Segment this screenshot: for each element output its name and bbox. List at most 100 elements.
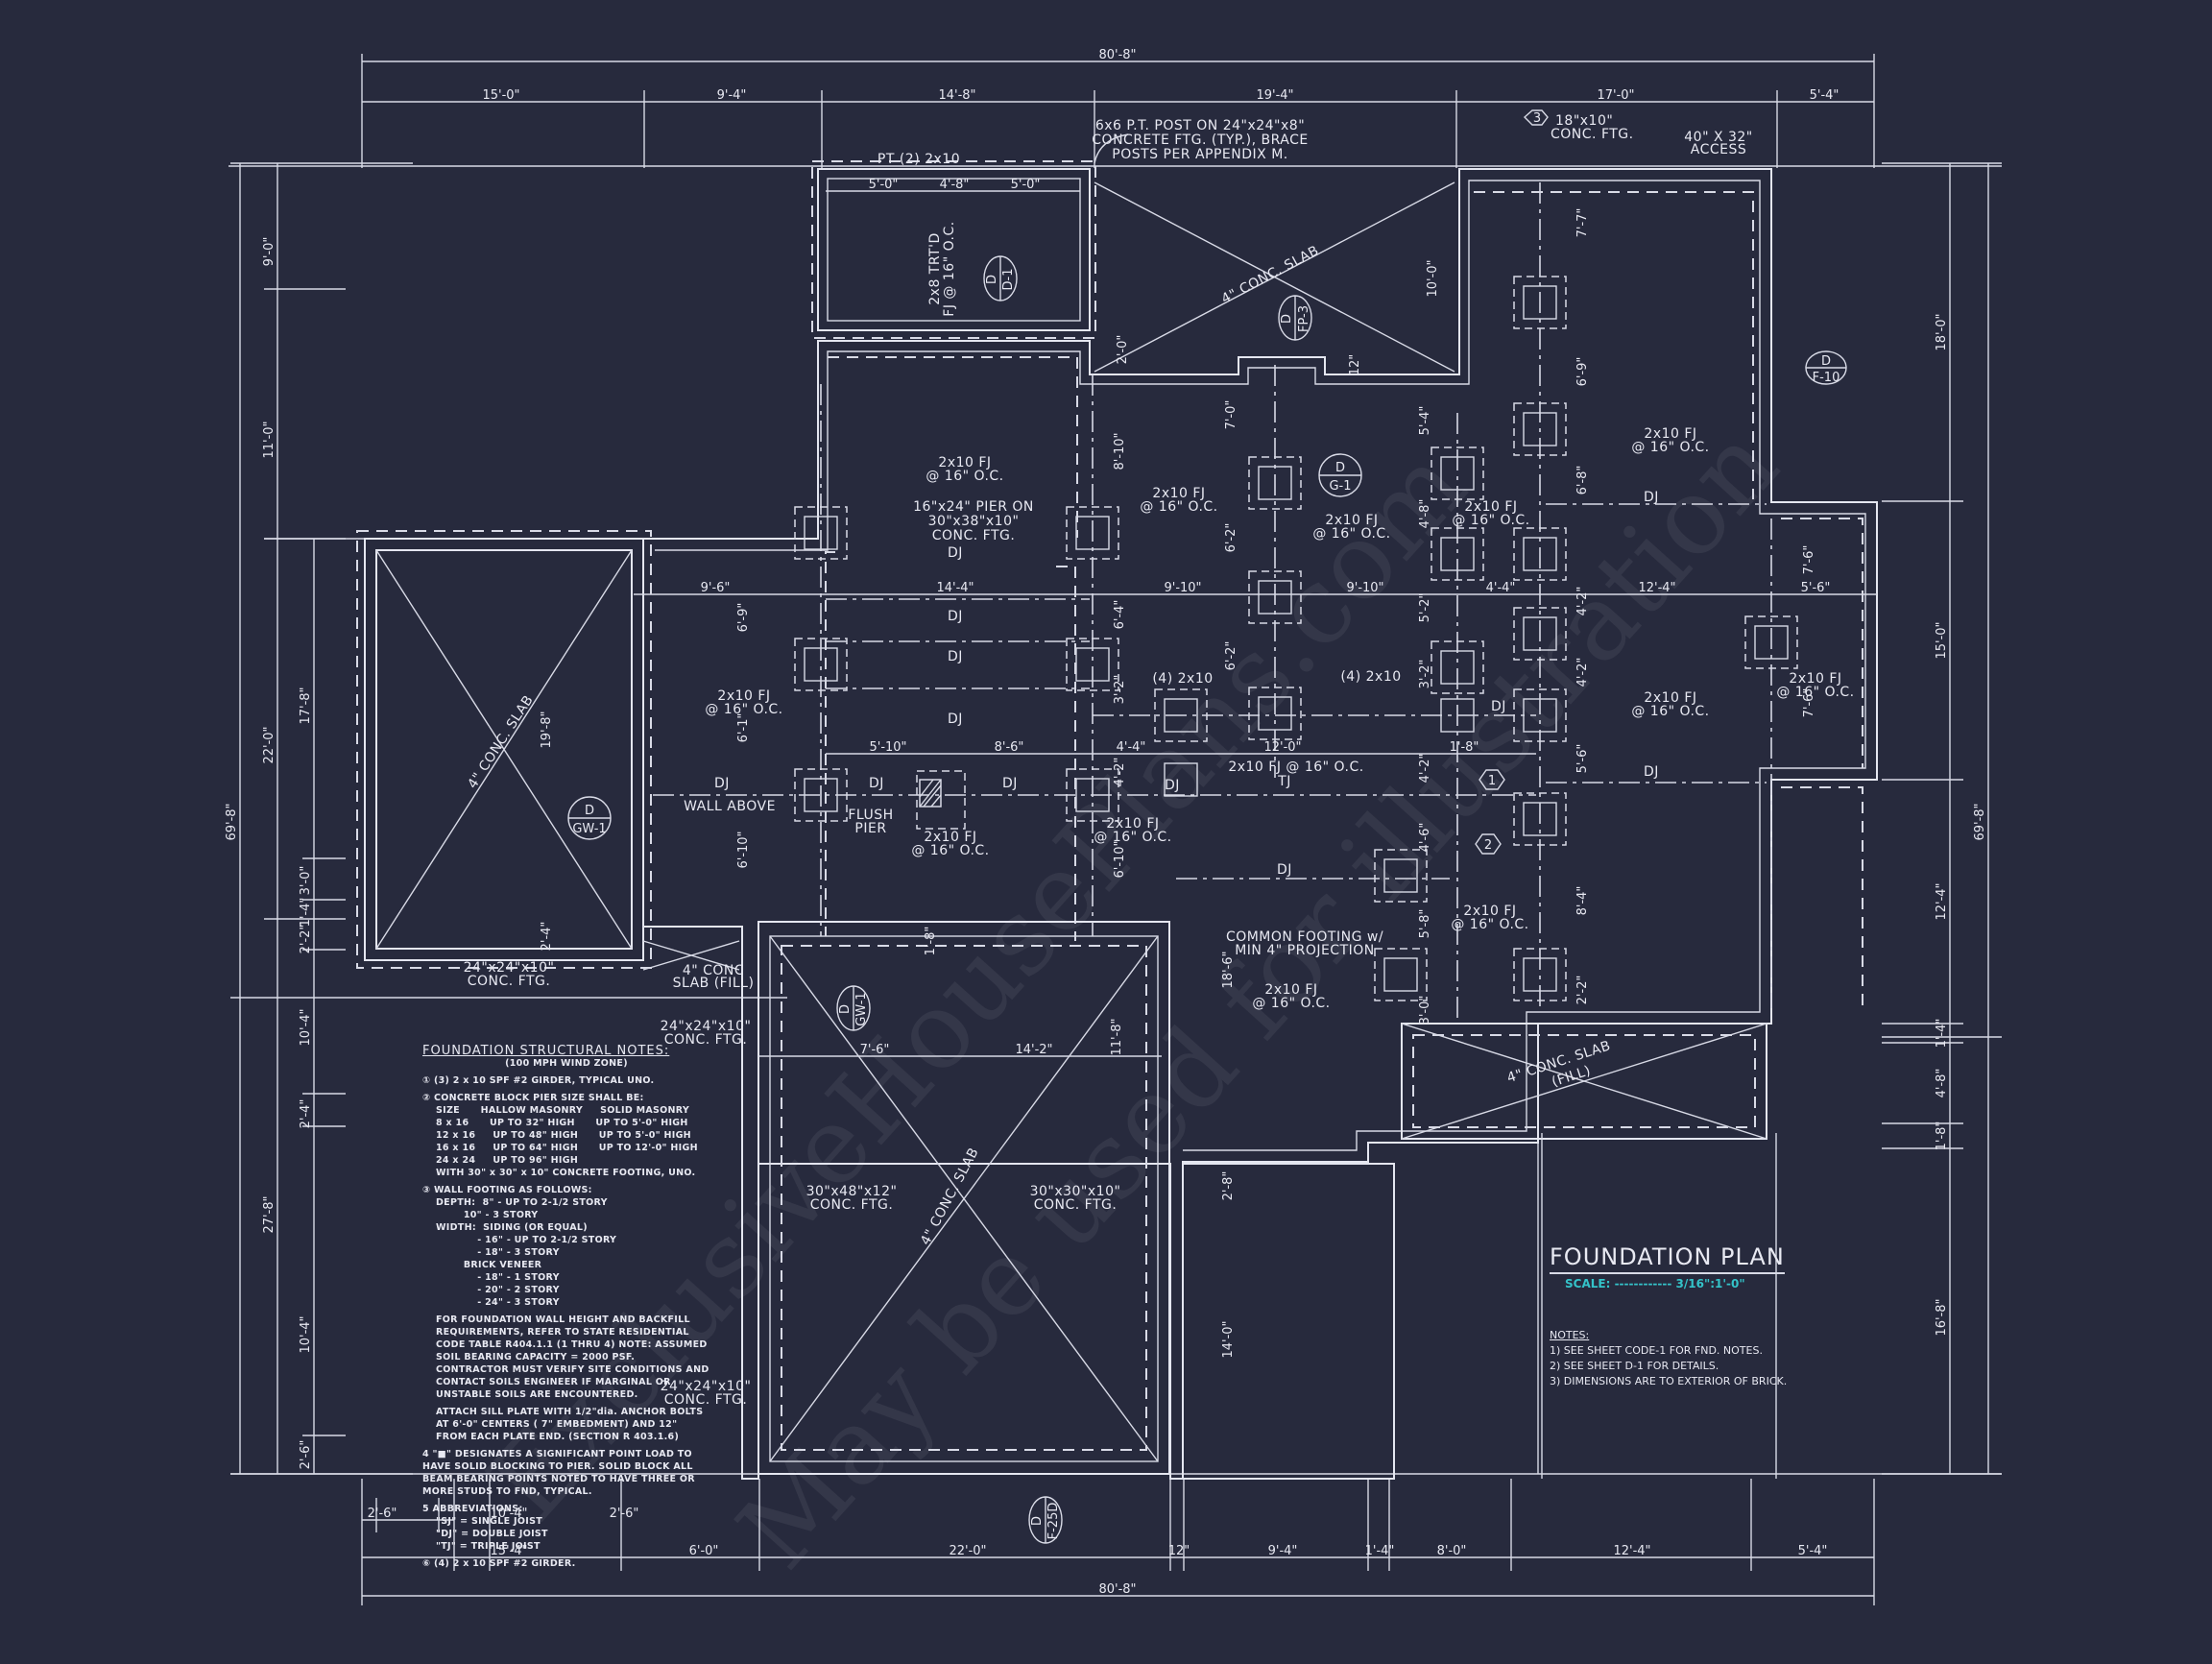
svg-text:2x10 FJ: 2x10 FJ <box>1152 486 1205 501</box>
svg-text:FLUSH: FLUSH <box>848 808 893 823</box>
svg-text:11'-0": 11'-0" <box>262 421 276 458</box>
svg-text:D-1: D-1 <box>1001 269 1016 291</box>
note-3-line: - 24" - 3 STORY <box>436 1297 560 1308</box>
svg-text:DJ: DJ <box>714 776 730 791</box>
tag-hex-3 <box>1523 109 1549 126</box>
svg-text:22'-0": 22'-0" <box>262 726 276 763</box>
detail-tag-gw1-b[interactable]: D GW-1 <box>836 985 871 1031</box>
svg-text:DJ: DJ <box>948 649 963 664</box>
svg-text:FP-3: FP-3 <box>1297 305 1311 332</box>
svg-text:D: D <box>1280 314 1294 324</box>
note-3-line: - 18" - 1 STORY <box>436 1272 560 1283</box>
detail-tag-f25d[interactable]: D F-25D <box>1028 1496 1063 1544</box>
svg-text:4" CONC. SLAB: 4" CONC. SLAB <box>1219 243 1322 307</box>
detail-tag-f10[interactable]: D F-10 <box>1805 350 1847 385</box>
svg-text:DJ: DJ <box>1002 776 1018 791</box>
svg-text:9'-4": 9'-4" <box>717 88 747 103</box>
scale-line: SCALE: ------------ 3/16":1'-0" <box>1565 1277 1838 1290</box>
svg-text:DJ: DJ <box>1165 778 1180 793</box>
svg-text:@ 16" O.C.: @ 16" O.C. <box>1252 996 1330 1011</box>
svg-text:4'-8": 4'-8" <box>940 178 970 192</box>
note-2-row: 24 x 24 UP TO 96" HIGH <box>436 1155 579 1166</box>
svg-text:DJ: DJ <box>1491 699 1506 714</box>
svg-text:4" CONC. SLAB: 4" CONC. SLAB <box>465 692 537 791</box>
foundation-walls <box>356 160 1878 1480</box>
svg-text:9'-4": 9'-4" <box>1268 1544 1298 1558</box>
svg-text:CONC. FTG.: CONC. FTG. <box>664 1392 748 1408</box>
svg-text:15'-4": 15'-4" <box>490 1544 527 1558</box>
svg-text:18'-0": 18'-0" <box>1935 313 1949 350</box>
svg-text:F-25D: F-25D <box>1046 1503 1061 1540</box>
svg-text:24"x24"x10": 24"x24"x10" <box>661 1379 752 1394</box>
note-3-line: - 18" - 3 STORY <box>436 1247 560 1258</box>
svg-text:12'-4": 12'-4" <box>1935 882 1949 920</box>
detail-tag-d1[interactable]: D D-1 <box>983 255 1018 301</box>
svg-text:9'-6": 9'-6" <box>701 581 731 595</box>
svg-text:CONC. FTG.: CONC. FTG. <box>664 1032 748 1048</box>
svg-text:TJ: TJ <box>1277 774 1291 789</box>
detail-tag-gw1[interactable]: D GW-1 <box>567 796 612 840</box>
svg-text:2x10 FJ: 2x10 FJ <box>1264 982 1317 998</box>
detail-tag-fp3[interactable]: D FP-3 <box>1278 295 1312 341</box>
svg-text:2'-2": 2'-2" <box>299 925 313 954</box>
svg-text:6'-4": 6'-4" <box>1113 600 1127 630</box>
titleblock-frame <box>1541 1133 1777 1479</box>
svg-text:DJ: DJ <box>1644 490 1659 505</box>
svg-text:2x10 FJ: 2x10 FJ <box>1789 671 1841 687</box>
svg-text:2'-6": 2'-6" <box>299 1440 313 1470</box>
svg-text:24"x24"x10": 24"x24"x10" <box>464 960 555 976</box>
svg-text:30"x30"x10": 30"x30"x10" <box>1030 1184 1121 1199</box>
note-6: ⑥ (4) 2 x 10 SPF #2 GIRDER. <box>422 1558 576 1569</box>
svg-text:5'-0": 5'-0" <box>1011 178 1041 192</box>
svg-text:2'-4": 2'-4" <box>299 1099 313 1129</box>
svg-text:16'-8": 16'-8" <box>1935 1298 1949 1336</box>
detail-tag-g1[interactable]: D G-1 <box>1318 453 1362 497</box>
svg-text:PT (2) 2x10: PT (2) 2x10 <box>878 152 960 167</box>
svg-text:3: 3 <box>1533 111 1541 126</box>
svg-text:7'-0": 7'-0" <box>1224 400 1238 430</box>
svg-text:14'-2": 14'-2" <box>1015 1043 1052 1057</box>
svg-text:2'-8": 2'-8" <box>1221 1171 1236 1201</box>
svg-text:80'-8": 80'-8" <box>1098 48 1136 62</box>
svg-text:27'-8": 27'-8" <box>262 1195 276 1233</box>
structural-notes: FOUNDATION STRUCTURAL NOTES: (100 MPH WI… <box>422 1045 710 1570</box>
tag-hex-1 <box>1479 769 1505 790</box>
note-3-line: WIDTH: SIDING (OR EQUAL) <box>436 1222 588 1233</box>
svg-text:8'-4": 8'-4" <box>1575 886 1590 916</box>
svg-text:D: D <box>1030 1516 1045 1526</box>
svg-text:2'-6": 2'-6" <box>368 1507 397 1521</box>
svg-text:6x6 P.T. POST ON 24"x24"x8": 6x6 P.T. POST ON 24"x24"x8" <box>1095 118 1305 133</box>
svg-text:DJ: DJ <box>948 609 963 624</box>
note-2-footer: WITH 30" x 30" x 10" CONCRETE FOOTING, U… <box>436 1168 696 1178</box>
svg-text:CONC. FTG.: CONC. FTG. <box>1034 1197 1118 1213</box>
note-2: ② CONCRETE BLOCK PIER SIZE SHALL BE: <box>422 1093 644 1103</box>
detail-tags: D D-1 D FP-3 D F-10 D G-1 D GW-1 <box>567 255 1847 1544</box>
svg-text:15'-0": 15'-0" <box>1935 621 1949 659</box>
svg-text:D: D <box>1821 354 1831 369</box>
svg-text:PIER: PIER <box>854 821 886 836</box>
svg-text:CONCRETE FTG. (TYP.), BRACE: CONCRETE FTG. (TYP.), BRACE <box>1092 133 1308 148</box>
svg-text:16"x24" PIER ON: 16"x24" PIER ON <box>913 499 1034 515</box>
svg-text:8'-10": 8'-10" <box>1113 432 1127 470</box>
svg-text:9'-10": 9'-10" <box>1164 581 1201 595</box>
svg-text:4" CONC: 4" CONC <box>683 963 744 978</box>
svg-text:6'-8": 6'-8" <box>1575 466 1590 495</box>
svg-text:COMMON FOOTING w/: COMMON FOOTING w/ <box>1226 929 1383 945</box>
svg-text:DJ: DJ <box>948 545 963 561</box>
general-note: 2) SEE SHEET D-1 FOR DETAILS. <box>1550 1360 1719 1372</box>
svg-text:6'-1": 6'-1" <box>736 713 751 743</box>
svg-text:18'-6": 18'-6" <box>1221 951 1236 988</box>
svg-text:7'-6": 7'-6" <box>1802 688 1816 718</box>
svg-text:G-1: G-1 <box>1329 479 1351 494</box>
svg-text:3'-2": 3'-2" <box>1113 675 1127 705</box>
svg-text:@ 16" O.C.: @ 16" O.C. <box>1631 704 1709 719</box>
svg-text:CONC. FTG.: CONC. FTG. <box>468 974 551 989</box>
note-3-line: - 20" - 2 STORY <box>436 1285 560 1295</box>
svg-text:(4) 2x10: (4) 2x10 <box>1340 669 1401 685</box>
svg-text:12": 12" <box>1348 354 1362 376</box>
svg-text:2'-4": 2'-4" <box>540 922 554 952</box>
svg-text:@ 16" O.C.: @ 16" O.C. <box>1452 513 1529 528</box>
general-note: 1) SEE SHEET CODE-1 FOR FND. NOTES. <box>1550 1344 1763 1357</box>
svg-text:9'-10": 9'-10" <box>1346 581 1383 595</box>
note-3-line: 10" - 3 STORY <box>436 1210 539 1220</box>
